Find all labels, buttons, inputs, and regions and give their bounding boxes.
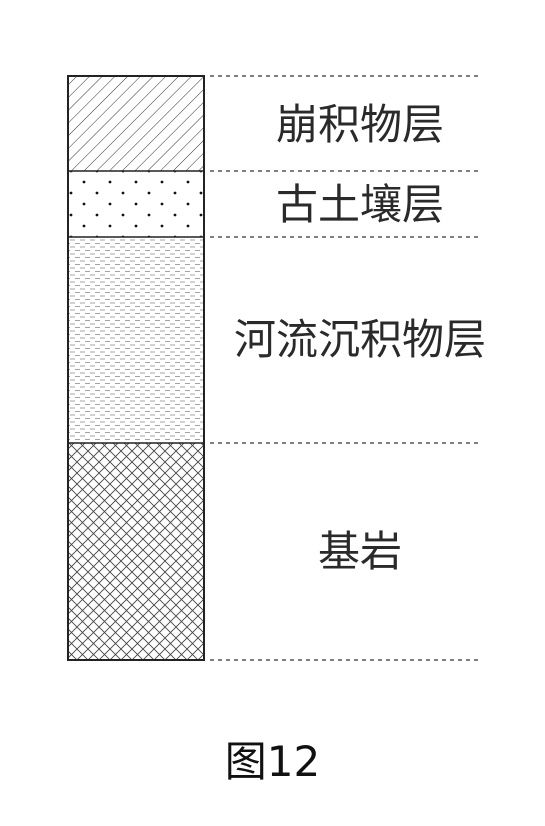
fluvial-sediment-layer-label: 河流沉积物层 — [233, 315, 486, 364]
fluvial-sediment-layer-fill — [68, 237, 204, 443]
column-outline — [67, 75, 205, 661]
paleosol-layer-fill — [68, 171, 204, 237]
colluvium-layer-label: 崩积物层 — [275, 100, 444, 149]
colluvium-layer-fill — [68, 76, 204, 171]
figure-caption: 图12 — [224, 737, 321, 786]
bedrock-layer-label: 基岩 — [317, 527, 402, 576]
paleosol-layer-label: 古土壤层 — [275, 180, 444, 229]
bedrock-layer-fill — [68, 443, 204, 660]
